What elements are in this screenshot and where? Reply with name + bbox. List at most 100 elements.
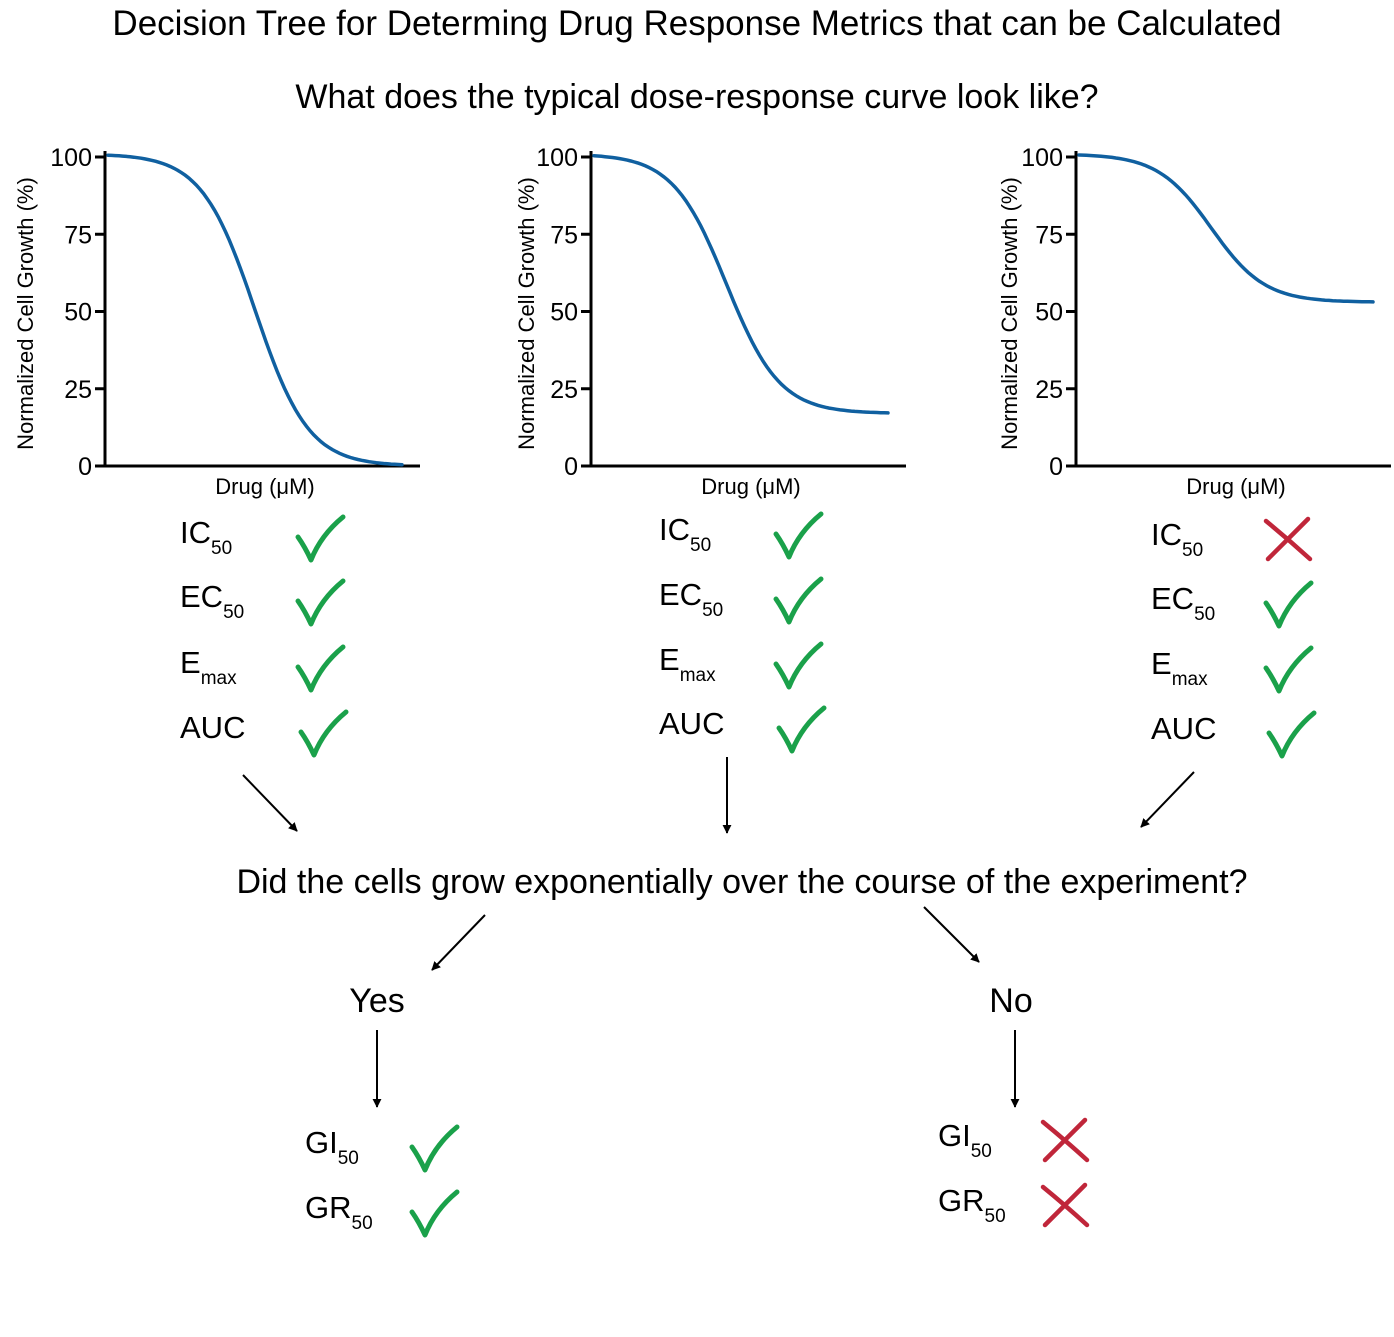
metric-symbol: AUC — [659, 706, 724, 741]
y-tick-label: 75 — [550, 221, 578, 249]
metric-symbol: AUC — [1151, 711, 1216, 746]
metric-label: IC50 — [1151, 517, 1203, 561]
metric-item: IC50 — [1151, 516, 1313, 562]
check-icon — [773, 576, 824, 625]
metric-symbol: AUC — [180, 710, 245, 745]
dose-response-curve — [592, 153, 890, 415]
metric-subscript: 50 — [1182, 540, 1203, 561]
metric-label: EC50 — [659, 577, 723, 621]
y-tick-label: 0 — [78, 453, 92, 481]
arrow-right-to-question — [1140, 771, 1195, 828]
x-axis-label: Drug (μM) — [701, 474, 800, 499]
metric-symbol: E — [659, 642, 680, 677]
metric-symbol: EC — [1151, 581, 1194, 616]
metric-symbol: EC — [659, 577, 702, 612]
metric-label: Emax — [1151, 646, 1208, 690]
metric-subscript: 50 — [971, 1141, 992, 1162]
metric-label: IC50 — [659, 512, 711, 556]
dose-response-curve — [106, 153, 404, 467]
arrow-to-no — [923, 906, 980, 963]
check-icon — [409, 1124, 460, 1173]
metric-subscript: max — [201, 668, 237, 689]
metric-label: GI50 — [305, 1125, 359, 1169]
y-tick-label: 50 — [64, 299, 92, 327]
metric-item: Emax — [180, 644, 346, 693]
metric-symbol: IC — [180, 515, 211, 550]
metric-item: GI50 — [938, 1117, 1090, 1163]
metric-label: GR50 — [938, 1183, 1006, 1227]
metric-item: EC50 — [180, 578, 346, 627]
metric-label: Emax — [659, 642, 716, 686]
y-tick-label: 25 — [1035, 376, 1063, 404]
metric-label: GR50 — [305, 1190, 373, 1234]
metric-item: Emax — [1151, 645, 1314, 694]
y-tick-label: 25 — [550, 376, 578, 404]
metric-item: IC50 — [180, 514, 346, 563]
metric-subscript: 50 — [223, 602, 244, 623]
arrow-left-to-question — [242, 774, 298, 832]
y-tick-label: 100 — [536, 144, 578, 172]
check-icon — [295, 578, 346, 627]
check-icon — [776, 705, 827, 754]
diagram-title: Decision Tree for Determing Drug Respons… — [112, 4, 1281, 43]
metric-item: EC50 — [659, 576, 824, 625]
metric-subscript: 50 — [690, 535, 711, 556]
check-icon — [298, 709, 349, 758]
metric-symbol: E — [1151, 646, 1172, 681]
metric-item: EC50 — [1151, 580, 1314, 629]
metric-label: AUC — [659, 706, 724, 741]
y-tick-label: 100 — [1021, 144, 1063, 172]
metric-subscript: 50 — [352, 1213, 373, 1234]
metric-subscript: max — [680, 665, 716, 686]
metric-symbol: GR — [938, 1183, 985, 1218]
y-axis-label: Normalized Cell Growth (%) — [514, 177, 539, 450]
metric-subscript: 50 — [338, 1148, 359, 1169]
y-tick-label: 50 — [550, 299, 578, 327]
y-axis-label: Normalized Cell Growth (%) — [13, 177, 38, 450]
metric-item: GI50 — [305, 1124, 460, 1173]
arrow-to-yes — [431, 914, 486, 971]
x-axis-label: Drug (μM) — [1186, 474, 1285, 499]
y-tick-label: 0 — [564, 453, 578, 481]
cross-icon — [1263, 516, 1313, 562]
metric-label: Emax — [180, 645, 237, 689]
check-icon — [1263, 580, 1314, 629]
check-icon — [1266, 710, 1317, 759]
branch-no-label: No — [989, 982, 1032, 1020]
metric-item: GR50 — [305, 1189, 460, 1238]
y-axis-label: Normalized Cell Growth (%) — [997, 177, 1022, 450]
metric-subscript: 50 — [985, 1206, 1006, 1227]
cross-icon — [1040, 1182, 1090, 1228]
y-tick-label: 50 — [1035, 299, 1063, 327]
metric-label: GI50 — [938, 1118, 992, 1162]
y-tick-label: 75 — [64, 221, 92, 249]
metric-symbol: IC — [1151, 517, 1182, 552]
metric-item: Emax — [659, 641, 824, 690]
metric-item: IC50 — [659, 511, 824, 560]
metric-symbol: IC — [659, 512, 690, 547]
question-exponential-growth: Did the cells grow exponentially over th… — [236, 863, 1247, 901]
metric-item: GR50 — [938, 1182, 1090, 1228]
check-icon — [409, 1189, 460, 1238]
metric-subscript: 50 — [702, 600, 723, 621]
cross-icon — [1040, 1117, 1090, 1163]
metric-item: AUC — [659, 705, 827, 754]
metric-item: AUC — [180, 709, 349, 758]
metric-label: IC50 — [180, 515, 232, 559]
metric-symbol: E — [180, 645, 201, 680]
check-icon — [1263, 645, 1314, 694]
check-icon — [295, 514, 346, 563]
metric-item: AUC — [1151, 710, 1317, 759]
x-axis-label: Drug (μM) — [215, 474, 314, 499]
y-tick-label: 0 — [1049, 453, 1063, 481]
